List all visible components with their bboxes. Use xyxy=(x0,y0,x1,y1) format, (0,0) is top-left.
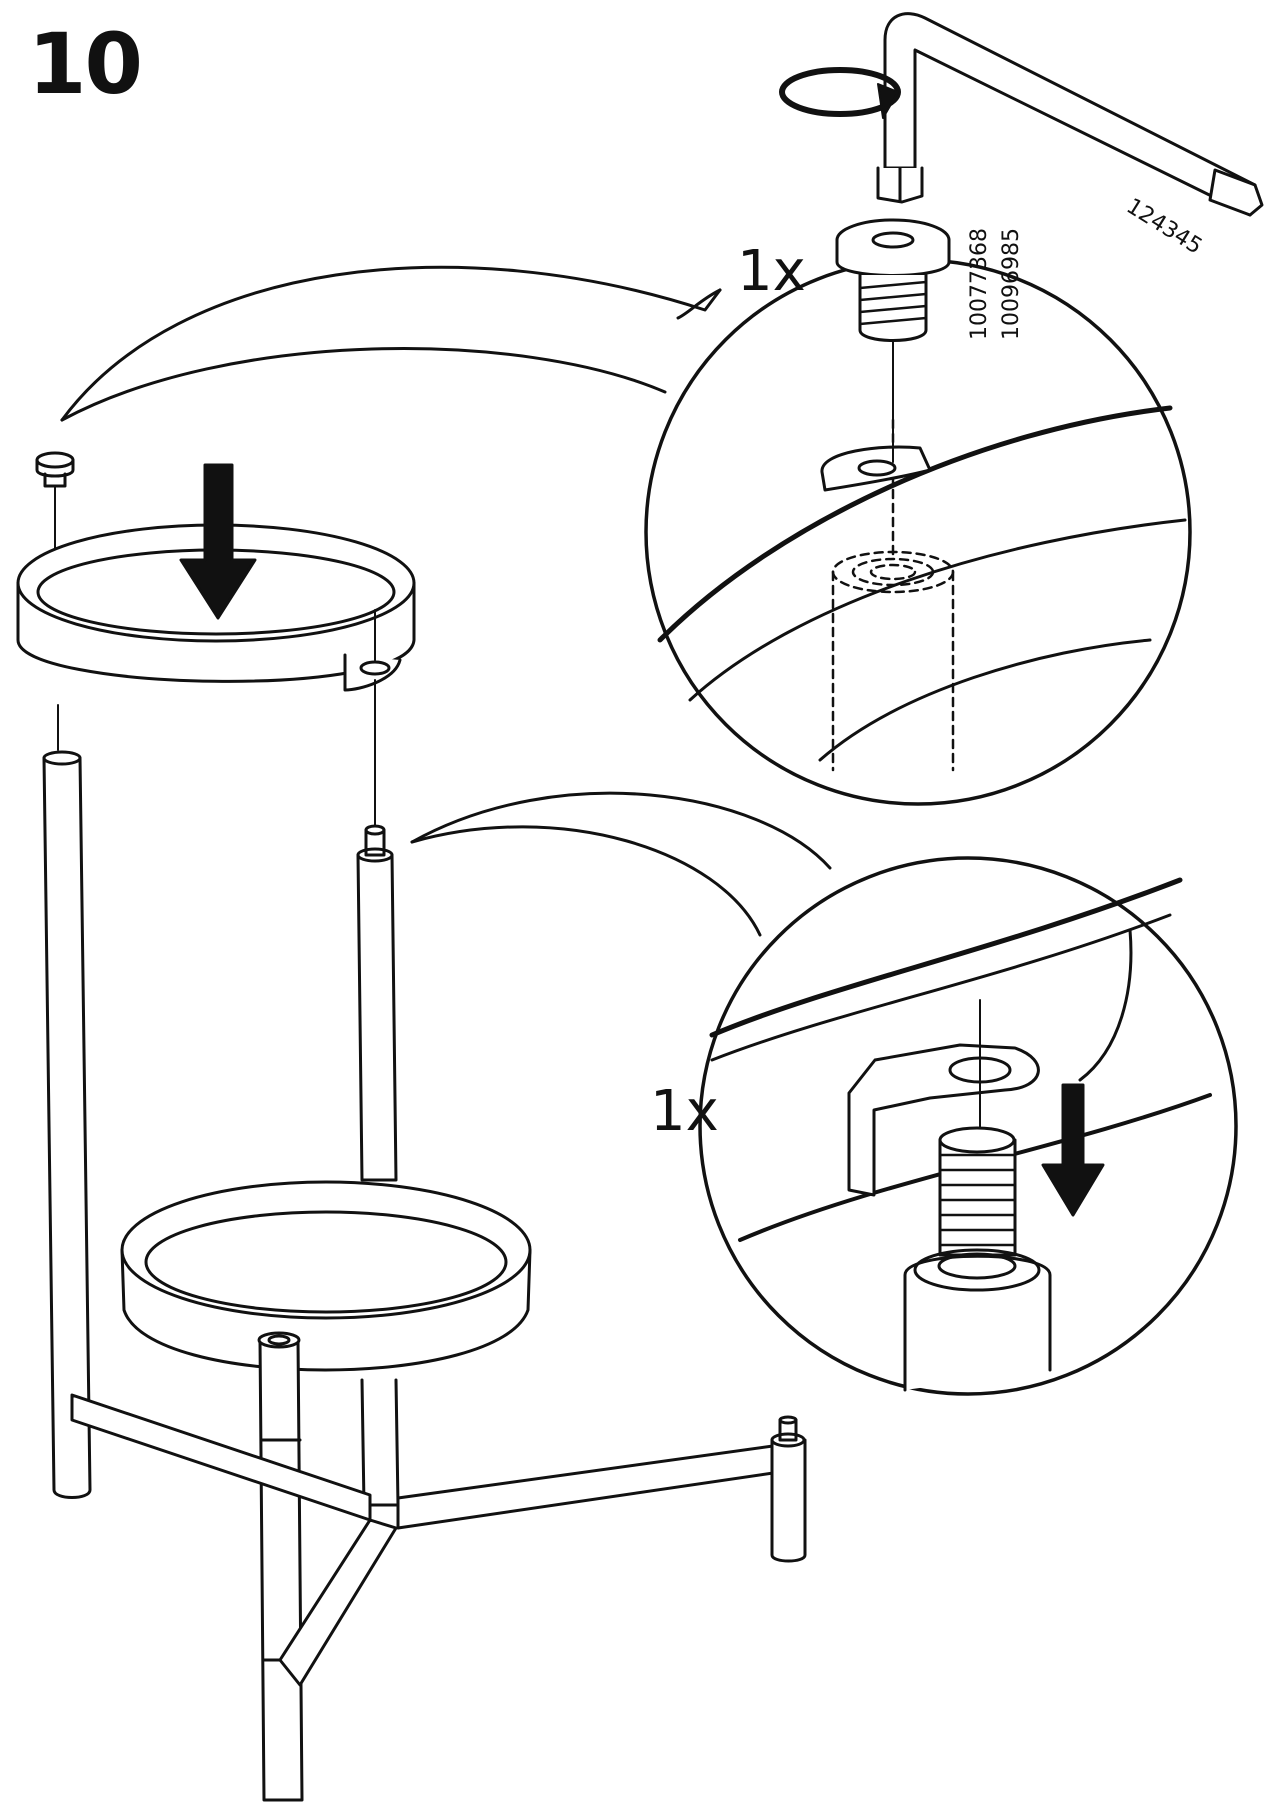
step-number: 10 xyxy=(28,15,143,113)
arrow-down-icon xyxy=(179,463,257,620)
screw-icon xyxy=(835,218,951,342)
plant-stand xyxy=(16,451,807,1802)
part-number-1: 10077368 xyxy=(967,228,992,340)
bracket-quantity: 1x xyxy=(650,1079,719,1144)
screw-detail-circle xyxy=(644,258,1192,806)
rotate-icon xyxy=(779,67,901,119)
tool-number: 124345 xyxy=(1122,194,1206,260)
part-number-2: 10096985 xyxy=(999,228,1024,340)
screw-callout: 1x 10077368 10096985 124345 xyxy=(60,12,1264,806)
screw-quantity: 1x xyxy=(737,239,806,304)
bracket-callout: 1x xyxy=(410,791,1238,1396)
allen-key-icon xyxy=(876,12,1264,217)
arrow-down-icon xyxy=(1041,1083,1105,1217)
